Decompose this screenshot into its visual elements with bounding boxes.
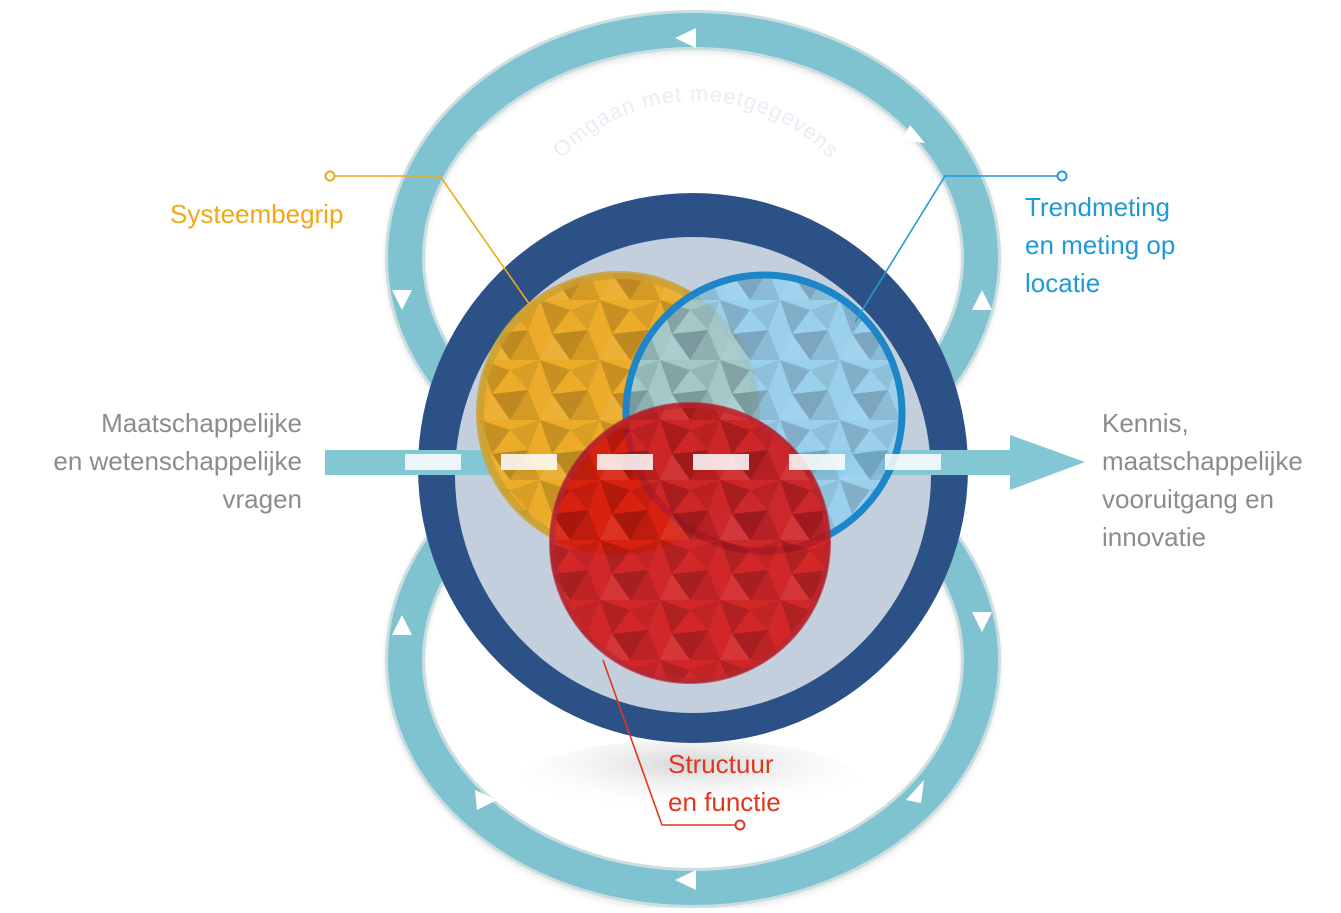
venn-circles xyxy=(476,271,906,684)
arrow-left-icon-lower xyxy=(675,870,696,890)
callout-systeembegrip-line xyxy=(324,170,531,306)
arrow-right-icon xyxy=(476,125,497,145)
label-output: Kennis, maatschappelijke vooruitgang en … xyxy=(1102,408,1303,552)
arrow-down-right-icon xyxy=(902,125,925,143)
arrow-up-right-icon xyxy=(906,780,924,803)
callout-trendmeting-line xyxy=(854,170,1068,323)
arrow-up-icon-lower xyxy=(392,615,412,635)
label-systeembegrip: Systeembegrip xyxy=(170,199,344,229)
callout-structuur-line xyxy=(602,659,746,831)
arrow-down-icon-lower xyxy=(972,612,992,632)
loop-arrows xyxy=(392,28,992,890)
arrow-up-icon xyxy=(972,290,992,310)
arrow-left-icon xyxy=(675,28,696,48)
label-input: Maatschappelijke en wetenschappelijke vr… xyxy=(53,408,302,514)
label-structuur: Structuur en functie xyxy=(668,749,781,817)
arrow-right-icon-lower xyxy=(475,790,497,810)
disc-shadow xyxy=(520,740,860,820)
circle-structuur xyxy=(549,402,831,684)
arrow-down-icon xyxy=(392,290,412,310)
ring-title: Omgaan met meetgegevens xyxy=(548,81,845,163)
label-trendmeting: Trendmeting en meting op locatie xyxy=(1025,192,1176,298)
